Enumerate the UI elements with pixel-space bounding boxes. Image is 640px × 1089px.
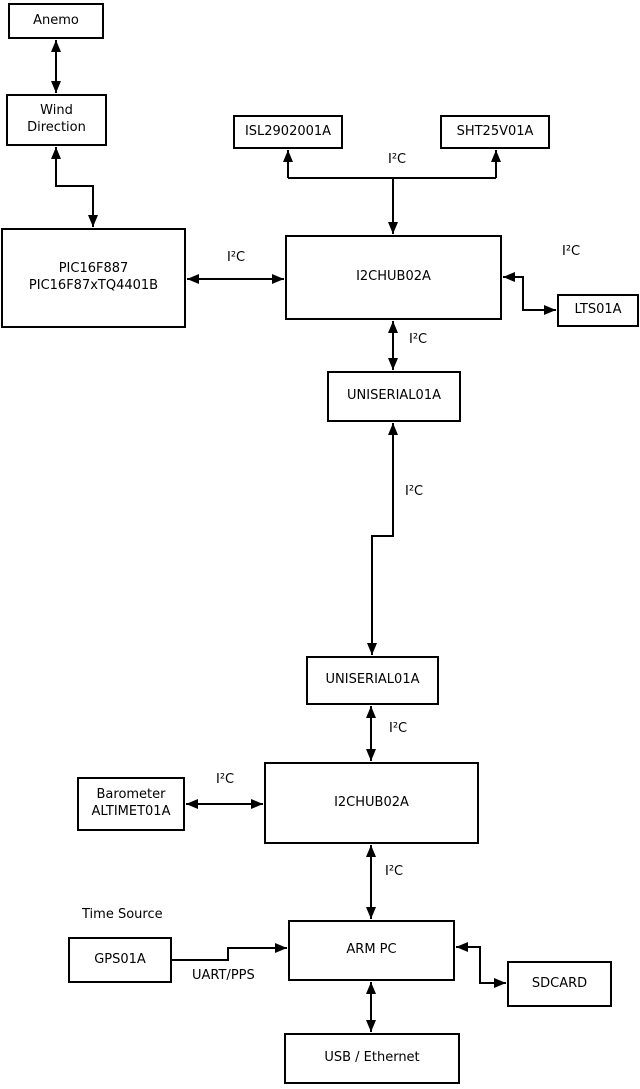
edge-label-uart-pps: UART/PPS bbox=[192, 968, 255, 983]
edge-label-i2c-hub1-sensors: I²C bbox=[388, 152, 407, 167]
node-pic: PIC16F887 PIC16F87xTQ4401B bbox=[1, 228, 186, 328]
node-gps01a: GPS01A bbox=[68, 937, 172, 983]
edge-label-i2c-uniserial-hub2: I²C bbox=[389, 721, 408, 736]
node-wind-direction: Wind Direction bbox=[6, 94, 107, 146]
arrow-i2chub-top-lts bbox=[503, 272, 556, 315]
node-uniserial01a-top: UNISERIAL01A bbox=[327, 371, 461, 422]
label-time-source: Time Source bbox=[82, 907, 163, 922]
edge-label-i2c-pic-hub1: I²C bbox=[227, 250, 246, 265]
node-isl2902001a: ISL2902001A bbox=[233, 115, 343, 149]
node-usb-ethernet: USB / Ethernet bbox=[284, 1033, 460, 1084]
arrow-wind-pic bbox=[51, 147, 98, 227]
arrow-uniserial-link bbox=[367, 423, 398, 655]
edge-label-i2c-hub1-uniserial: I²C bbox=[409, 332, 428, 347]
edge-label-i2c-hub2-armpc: I²C bbox=[385, 864, 404, 879]
edge-label-i2c-uniserial-link: I²C bbox=[405, 484, 424, 499]
arrow-gps-armpc bbox=[172, 943, 287, 961]
node-sdcard: SDCARD bbox=[507, 961, 612, 1007]
arrow-armpc-sdcard bbox=[456, 942, 506, 988]
node-barometer: Barometer ALTIMET01A bbox=[77, 777, 185, 831]
node-lts01a: LTS01A bbox=[557, 294, 639, 327]
node-anemo: Anemo bbox=[8, 3, 104, 39]
edge-label-i2c-barometer-hub2: I²C bbox=[216, 772, 235, 787]
node-arm-pc: ARM PC bbox=[288, 920, 455, 981]
node-i2chub02a-bottom: I2CHUB02A bbox=[264, 762, 479, 844]
edge-label-i2c-hub1-lts: I²C bbox=[562, 244, 581, 259]
node-i2chub02a-top: I2CHUB02A bbox=[285, 235, 502, 320]
node-sht25v01a: SHT25V01A bbox=[440, 115, 550, 149]
node-uniserial01a-bottom: UNISERIAL01A bbox=[306, 656, 439, 705]
